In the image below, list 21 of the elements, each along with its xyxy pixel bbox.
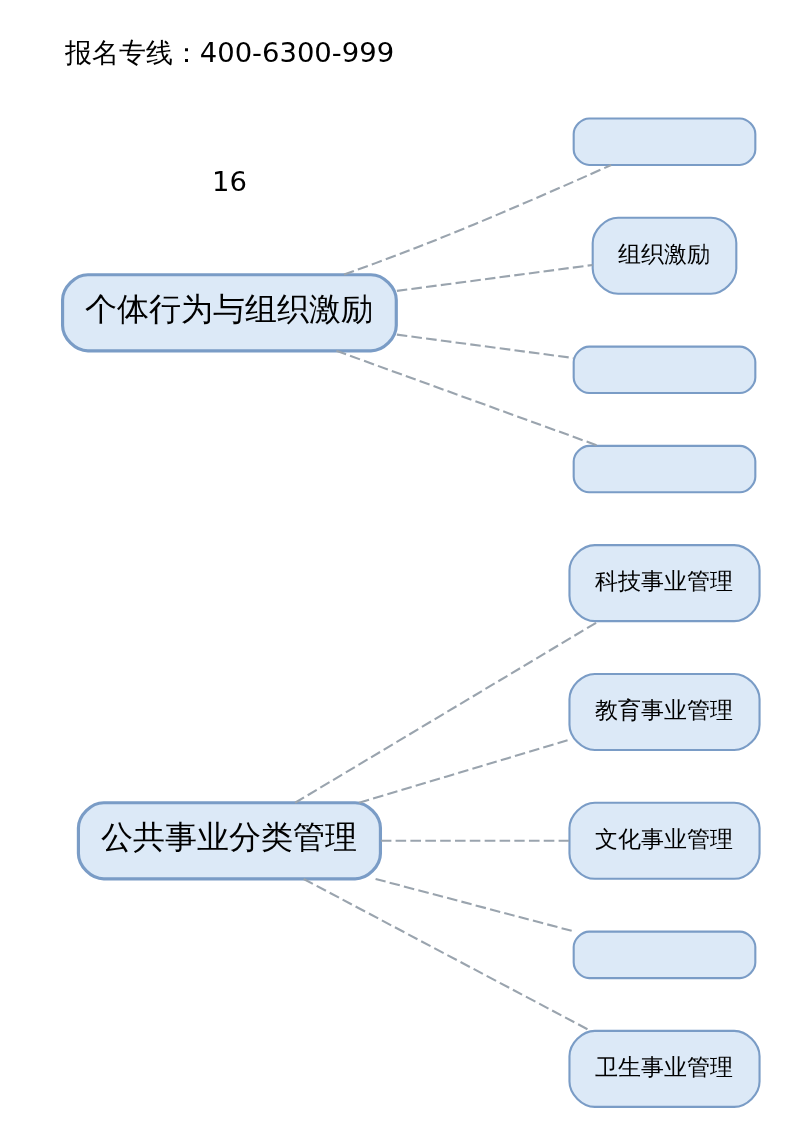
- node-box: 教育事业管理: [567, 672, 761, 752]
- node-box: [572, 345, 756, 395]
- connector: [343, 164, 612, 276]
- connector: [302, 878, 591, 1032]
- connector: [335, 349, 598, 447]
- node-box: [572, 444, 756, 494]
- connector: [380, 839, 569, 842]
- node-box: 组织激励: [591, 216, 737, 295]
- node-box: [572, 930, 756, 980]
- node-box: 卫生事业管理: [567, 1029, 761, 1108]
- connector: [396, 263, 593, 292]
- node-box: 公共事业分类管理: [76, 801, 382, 881]
- node-box: 个体行为与组织激励: [60, 273, 398, 353]
- label: 16: [211, 166, 247, 198]
- connector: [294, 620, 599, 804]
- connector: [374, 877, 575, 933]
- node-box: [572, 117, 756, 166]
- node-box: 科技事业管理: [567, 544, 761, 623]
- connector: [358, 738, 570, 804]
- label: 报名专线：400-6300-999: [64, 37, 394, 69]
- node-box: 文化事业管理: [567, 801, 761, 880]
